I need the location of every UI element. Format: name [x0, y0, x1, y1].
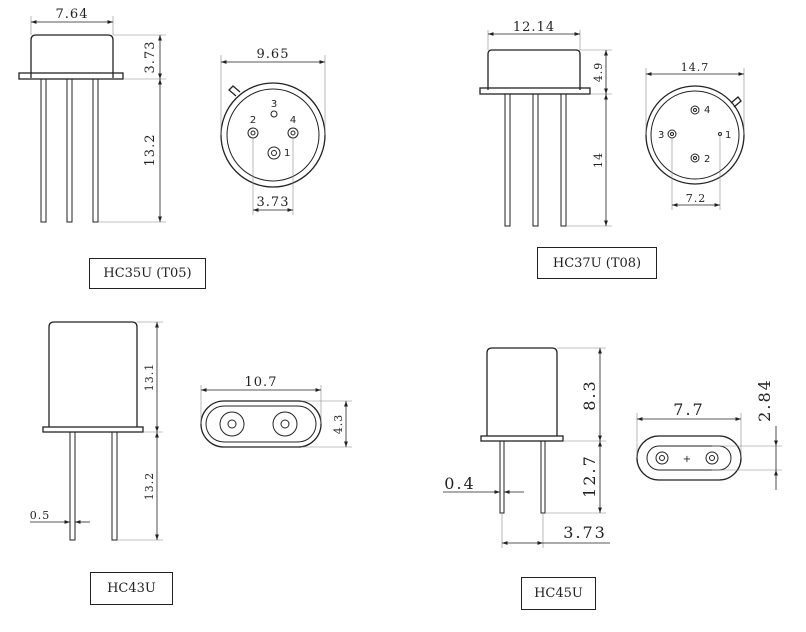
hc43u-depth-dim: 4.3: [332, 414, 345, 435]
hc43u-bottom-view: 10.7 4.3: [200, 375, 352, 448]
hc45u-depth-dim: 2.84: [755, 378, 774, 422]
svg-text:2: 2: [704, 154, 710, 165]
svg-text:4: 4: [704, 105, 710, 116]
svg-text:3: 3: [271, 99, 277, 110]
hc35u-height-dim: 3.73: [143, 41, 158, 74]
hc43u-lead-dia-dim: 0.5: [30, 509, 51, 522]
svg-text:2: 2: [250, 115, 256, 126]
hc37u-label: HC37U (T08): [537, 247, 657, 279]
hc37u-pitch-dim: 7.2: [686, 192, 707, 205]
hc37u-lead-dim: 14: [592, 152, 605, 168]
hc35u-diameter-dim: 9.65: [257, 47, 290, 62]
hc37u-diameter-dim: 14.7: [681, 61, 710, 74]
hc43u-lead-dim: 13.2: [143, 472, 156, 501]
svg-text:1: 1: [725, 130, 731, 141]
hc43u-width-dim: 10.7: [245, 375, 278, 390]
hc35u-lead-dim: 13.2: [143, 134, 158, 167]
svg-text:1: 1: [284, 148, 290, 159]
hc37u-side-view: 12.14 4.9 14: [479, 20, 612, 227]
hc45u-bottom-view: + 7.7 2.84: [636, 378, 782, 490]
hc43u-height-dim: 13.1: [143, 363, 156, 392]
hc43u-label: HC43U: [90, 572, 173, 605]
hc37u-bottom-view: 14.7 4 3 1 2 7.2: [645, 61, 745, 210]
hc45u-pitch-dim: 3.73: [563, 523, 607, 542]
hc45u-width-dim: 7.7: [673, 400, 704, 419]
hc37u-width-dim: 12.14: [513, 20, 555, 35]
hc43u-side-view: 13.1 13.2 0.5: [30, 321, 163, 541]
hc45u-lead-dim: 12.7: [580, 454, 599, 498]
hc45u-lead-dia-dim: 0.4: [444, 474, 475, 493]
hc45u-label: HC45U: [521, 577, 596, 610]
svg-text:3: 3: [658, 130, 664, 141]
svg-text:4: 4: [290, 115, 296, 126]
hc35u-bottom-view: 9.65 3 2 4 1 3.73: [220, 47, 326, 215]
hc45u-side-view: 8.3 12.7 0.4 3.73: [443, 347, 610, 548]
hc37u-height-dim: 4.9: [592, 62, 605, 83]
hc45u-height-dim: 8.3: [580, 379, 599, 410]
hc35u-width-dim: 7.64: [56, 7, 89, 22]
hc35u-label: HC35U (T05): [89, 258, 206, 289]
hc35u-side-view: 7.64 3.73 13.2: [18, 7, 166, 223]
hc35u-pitch-dim: 3.73: [257, 195, 290, 210]
hc45u-polarity-mark: +: [683, 454, 691, 465]
